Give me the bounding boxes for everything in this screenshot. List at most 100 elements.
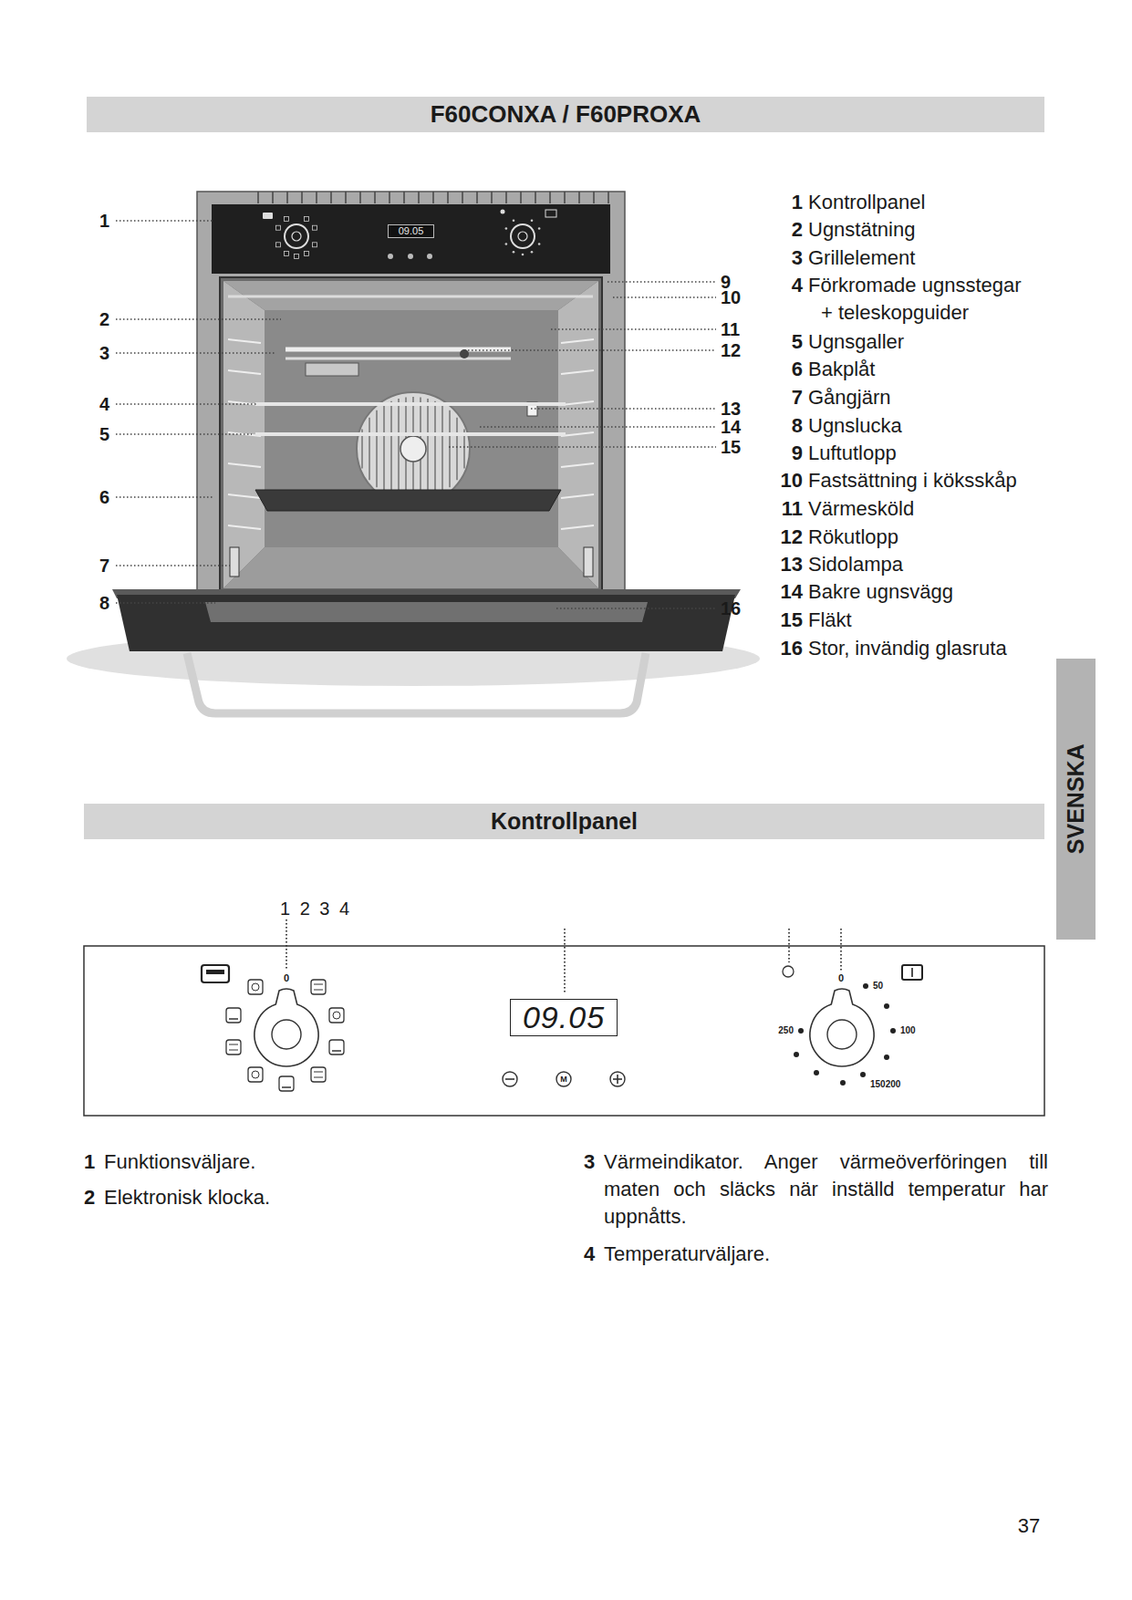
side-rack	[560, 370, 594, 374]
oven-door	[116, 594, 736, 652]
mini-temp-dot	[538, 227, 541, 230]
function-icon	[279, 1076, 294, 1091]
function-icon-symbol	[332, 1011, 341, 1019]
minus-symbol	[505, 1078, 515, 1081]
leader-line	[840, 928, 842, 971]
callout-number: 10	[780, 467, 803, 495]
function-icon-symbol	[313, 1071, 323, 1073]
fan-grille	[397, 398, 400, 499]
callout-number: 16	[780, 634, 803, 663]
mini-temp-dot	[505, 227, 509, 230]
mini-function-icon	[311, 242, 317, 248]
side-rack	[228, 339, 261, 343]
page-number: 37	[1017, 1512, 1040, 1540]
mini-temp-dot	[505, 242, 509, 246]
leader-line	[115, 352, 276, 354]
fan-grille	[456, 417, 458, 480]
vent-slit	[578, 191, 581, 204]
node-text: 09.05	[522, 1000, 605, 1035]
fan-grille	[383, 405, 385, 493]
callout-number: 9	[791, 439, 803, 468]
cavity-floor	[223, 547, 599, 589]
temperature-dot	[798, 1028, 804, 1034]
plus-symbol	[616, 1074, 619, 1084]
vent-slit	[286, 191, 289, 204]
mini-function-icon	[276, 242, 281, 248]
section-band: Kontrollpanel	[83, 803, 1045, 840]
heat-indicator-lamp	[782, 965, 794, 977]
callout-number: 12	[780, 523, 803, 551]
leader-line	[115, 318, 281, 320]
thermometer-icon	[902, 965, 923, 980]
leader-line	[285, 919, 288, 971]
function-icon	[311, 979, 326, 995]
heat-shield	[228, 295, 593, 299]
side-rack	[228, 463, 261, 468]
part-name: Grillelement	[808, 244, 915, 272]
callout-number: 5	[99, 422, 110, 447]
mini-function-icon	[311, 225, 317, 230]
knob	[810, 988, 874, 1067]
leader-line	[556, 607, 717, 609]
vent-slit	[403, 191, 406, 204]
mini-button	[407, 253, 414, 260]
leader-line	[563, 928, 566, 995]
leader-line	[788, 928, 790, 963]
vent-slit	[461, 191, 464, 204]
vent-slit	[271, 191, 274, 204]
vent-slit	[315, 191, 318, 204]
thermometer-icon	[911, 967, 914, 977]
part-name: Stor, invändig glasruta	[808, 634, 1008, 663]
description: Värmeindikator. Anger värmeöverföringen …	[603, 1148, 1049, 1231]
part-name: Kontrollpanel	[808, 188, 925, 217]
callout-number: 15	[780, 606, 803, 634]
node-text: SVENSKA	[1063, 744, 1090, 855]
node-text: 09.05	[398, 225, 425, 237]
function-icon-symbol	[332, 1049, 342, 1052]
mini-oven-icon	[262, 212, 273, 219]
fan-grille	[448, 410, 451, 489]
callout-number: 6	[99, 485, 110, 510]
door-glass	[205, 602, 648, 623]
temperature-dot	[860, 1071, 866, 1078]
vent-slit	[534, 191, 537, 204]
door-hinge	[583, 547, 593, 577]
function-icon	[248, 1067, 263, 1082]
side-rack	[560, 401, 594, 406]
side-rack	[228, 525, 261, 530]
mini-button	[387, 253, 394, 260]
dial-mark: 50	[872, 979, 883, 993]
fan-grille	[426, 398, 429, 499]
leader-line	[607, 280, 717, 282]
oven-icon	[206, 969, 225, 975]
leader-line	[115, 564, 230, 566]
leader-line	[464, 349, 717, 351]
fan-grille	[375, 410, 378, 489]
temperature-dot	[793, 1051, 800, 1058]
callout-number: 2	[83, 1183, 95, 1212]
callout-number: 1	[791, 188, 803, 217]
grill-box	[305, 363, 359, 376]
mini-temp-dot	[512, 250, 516, 254]
mini-temp-dot	[530, 250, 534, 254]
callout-number: 14	[720, 417, 741, 437]
vent-slit	[519, 191, 522, 204]
vent-slit	[257, 191, 260, 204]
vent-slit	[446, 191, 449, 204]
callout-number: 4	[791, 271, 803, 300]
mini-button	[426, 253, 433, 260]
part-name: Sidolampa	[808, 550, 904, 579]
cavity-ceiling	[223, 280, 599, 311]
part-name: Ugnslucka	[808, 412, 903, 440]
vent-slit	[505, 191, 508, 204]
mini-function-icon	[276, 225, 281, 230]
plus-button	[610, 1071, 625, 1087]
callout-number: 3	[583, 1148, 595, 1176]
callout-numbers: 1 2 3 4	[280, 896, 353, 922]
function-icon-symbol	[228, 1049, 239, 1051]
vent-slit	[490, 191, 493, 204]
vent-slit	[476, 191, 478, 204]
vent-slit	[563, 191, 566, 204]
side-rack	[228, 494, 261, 499]
